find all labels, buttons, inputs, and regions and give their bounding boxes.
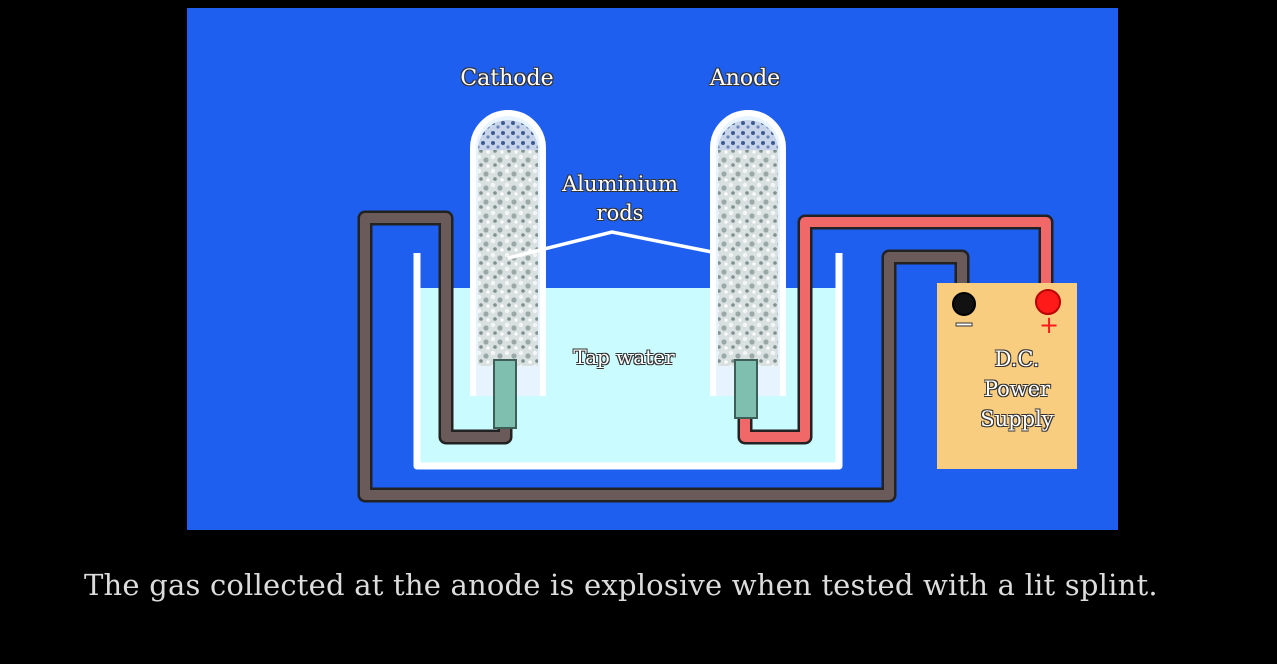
- aluminium-rods-label-line2: rods: [596, 201, 644, 225]
- cathode-label: Cathode: [460, 66, 554, 91]
- negative-sign: −: [953, 310, 975, 338]
- cathode-aluminium-rod: [493, 359, 517, 429]
- anode-gas-bubbles: [718, 150, 778, 366]
- negative-terminal: [952, 292, 976, 316]
- positive-sign: +: [1038, 311, 1060, 339]
- cathode-tube: [470, 110, 546, 429]
- water-container: [413, 253, 843, 470]
- anode-tube: [710, 110, 786, 419]
- power-supply-label-line1: D.C.: [994, 347, 1040, 371]
- power-supply-label-line3: Supply: [980, 407, 1054, 431]
- caption-text: The gas collected at the anode is explos…: [84, 568, 1158, 602]
- positive-terminal: [1035, 289, 1061, 315]
- anode-aluminium-rod: [734, 359, 758, 419]
- tap-water-label: Tap water: [573, 345, 675, 369]
- power-supply-label-line2: Power: [983, 377, 1051, 401]
- anode-label: Anode: [709, 66, 781, 91]
- rods-pointer-line: [507, 230, 713, 260]
- aluminium-rods-label-line1: Aluminium: [562, 172, 678, 196]
